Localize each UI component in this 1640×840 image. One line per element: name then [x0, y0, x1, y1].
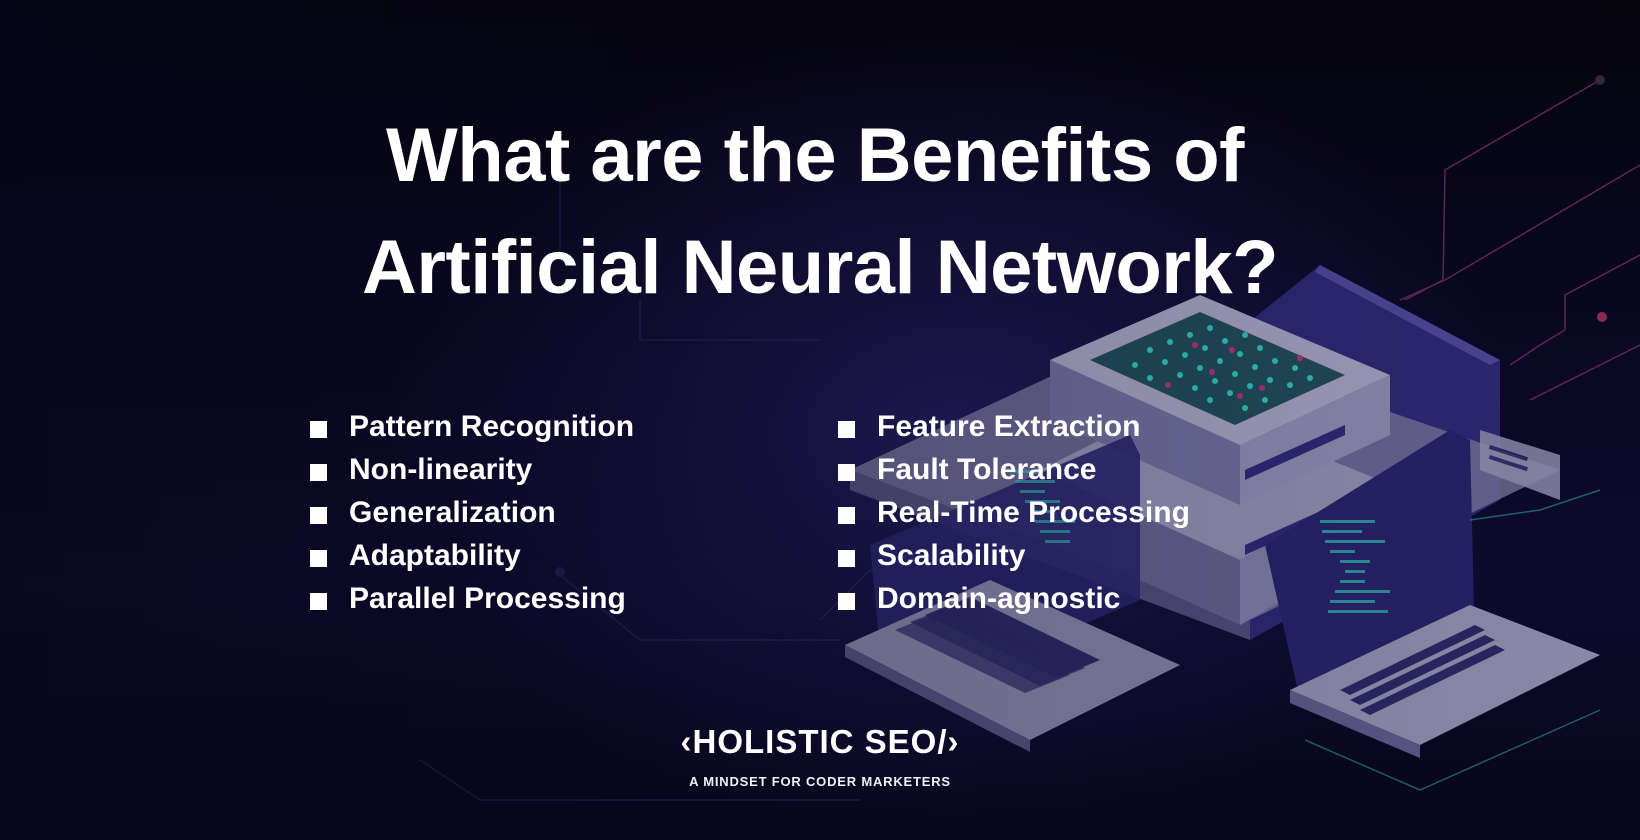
brand-logo: ‹HOLISTIC SEO/›: [680, 723, 960, 760]
list-item: Feature Extraction: [838, 405, 1190, 448]
list-item: Real-Time Processing: [838, 491, 1190, 534]
list-item: Parallel Processing: [310, 577, 634, 620]
brand-footer: ‹HOLISTIC SEO/› A MINDSET FOR CODER MARK…: [0, 722, 1640, 789]
benefits-list-right: Feature Extraction Fault Tolerance Real-…: [838, 405, 1190, 620]
square-bullet-icon: [310, 507, 327, 524]
list-item: Scalability: [838, 534, 1190, 577]
square-bullet-icon: [838, 421, 855, 438]
list-item: Adaptability: [310, 534, 634, 577]
square-bullet-icon: [838, 550, 855, 567]
list-item: Generalization: [310, 491, 634, 534]
title-line-1: What are the Benefits of: [386, 113, 1244, 198]
square-bullet-icon: [838, 507, 855, 524]
square-bullet-icon: [310, 550, 327, 567]
brand-tagline: A MINDSET FOR CODER MARKETERS: [689, 774, 951, 789]
benefits-list-left: Pattern Recognition Non-linearity Genera…: [310, 405, 634, 620]
page-title: What are the Benefits of Artificial Neur…: [0, 100, 1640, 324]
title-line-2: Artificial Neural Network?: [361, 225, 1279, 310]
square-bullet-icon: [838, 464, 855, 481]
list-item: Domain-agnostic: [838, 577, 1190, 620]
square-bullet-icon: [310, 421, 327, 438]
list-item: Fault Tolerance: [838, 448, 1190, 491]
square-bullet-icon: [310, 593, 327, 610]
square-bullet-icon: [838, 593, 855, 610]
list-item: Pattern Recognition: [310, 405, 634, 448]
square-bullet-icon: [310, 464, 327, 481]
list-item: Non-linearity: [310, 448, 634, 491]
